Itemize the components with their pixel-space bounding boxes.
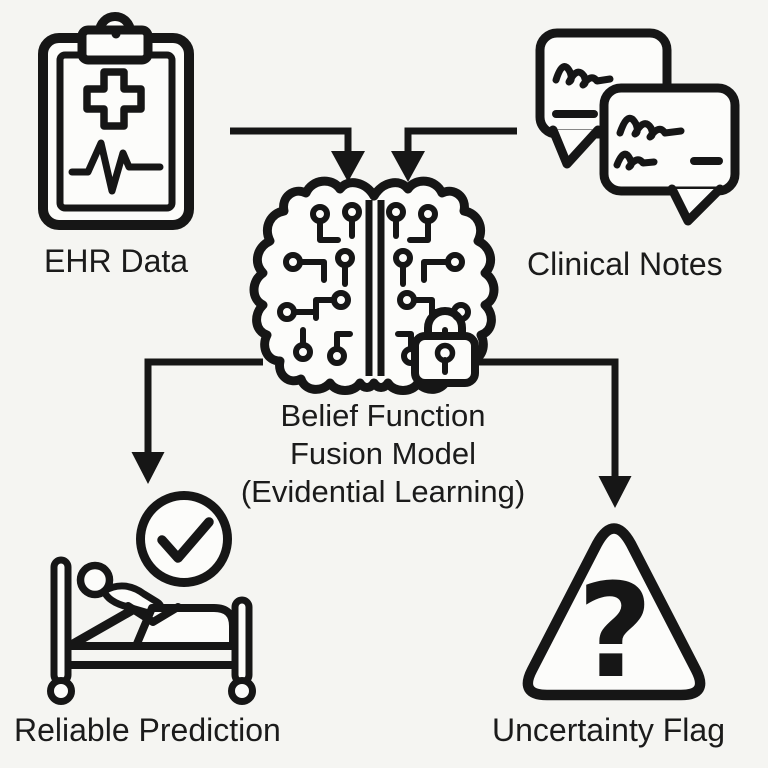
edge-ehr-to-model	[230, 127, 365, 182]
edge-model-to-prediction	[131, 358, 263, 484]
warning-triangle-icon: ?	[522, 523, 706, 707]
fusion-model-label-line2: Fusion Model	[289, 436, 477, 471]
patient-bed-icon	[47, 556, 256, 705]
reliable-prediction-label: Reliable Prediction	[14, 712, 281, 748]
fusion-model-label-line3: (Evidential Learning)	[240, 474, 526, 509]
speech-bubbles-icon	[535, 28, 740, 226]
privacy-lock-icon	[411, 307, 479, 387]
heartbeat-line-icon	[68, 139, 164, 195]
circuit-brain-icon	[254, 181, 494, 390]
clinical-notes-label: Clinical Notes	[527, 246, 723, 282]
fusion-model-label: Belief Function Fusion Model (Evidential…	[190, 397, 576, 511]
uncertainty-flag-label: Uncertainty Flag	[492, 712, 725, 748]
ehr-data-label: EHR Data	[44, 243, 189, 279]
edge-model-to-uncertainty	[463, 358, 632, 508]
medical-cross-icon	[83, 68, 145, 130]
check-circle-icon	[136, 491, 232, 587]
question-mark-glyph: ?	[577, 555, 652, 707]
fusion-model-label-line1: Belief Function	[280, 398, 486, 433]
edge-notes-to-model	[391, 127, 517, 182]
medical-clipboard-icon	[38, 12, 194, 230]
